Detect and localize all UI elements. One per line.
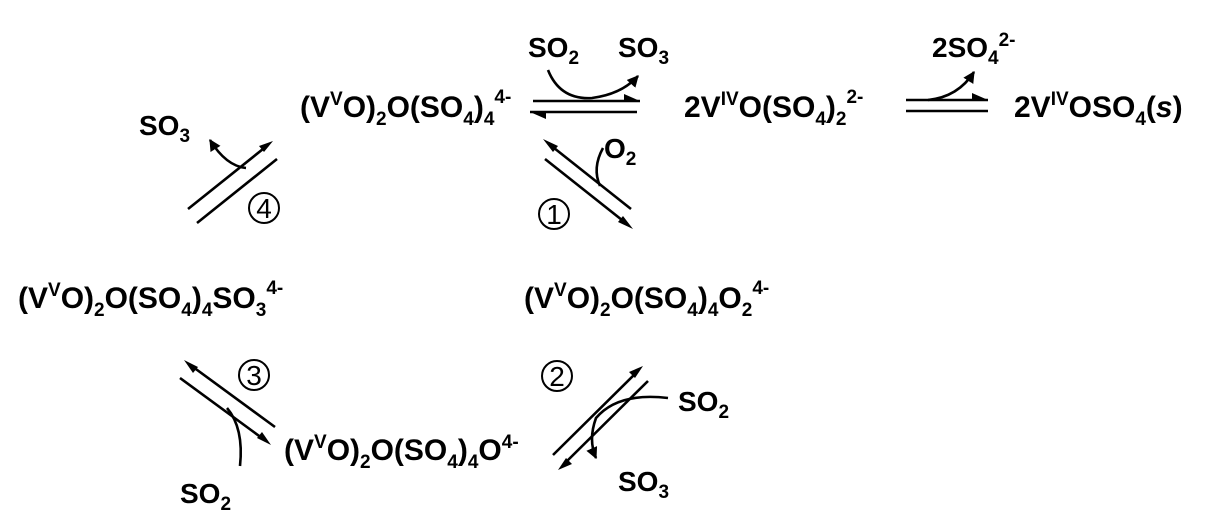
svg-text:3: 3 bbox=[246, 360, 262, 391]
step-2-arrows bbox=[552, 366, 669, 470]
species-dimer: (VVO)2O(SO4)44- bbox=[300, 87, 511, 130]
svg-text:2: 2 bbox=[549, 361, 565, 392]
equilibrium-arrow-precipitation bbox=[906, 71, 988, 113]
species-so3-complex: (VVO)2O(SO4)4SO34- bbox=[18, 278, 283, 321]
step-3-arrows bbox=[179, 360, 276, 467]
step-4-label: 4 bbox=[248, 192, 280, 224]
step-1-arrows bbox=[543, 139, 633, 229]
reagent-so3-step2: SO3 bbox=[618, 466, 669, 503]
species-oxo-complex: (VVO)2O(SO4)4O4- bbox=[284, 432, 519, 473]
reagent-so2-step2: SO2 bbox=[678, 386, 729, 423]
equilibrium-arrow-reduction bbox=[530, 69, 640, 119]
species-vanadyl-sulfate-complex: 2VIVO(SO4)22- bbox=[684, 87, 863, 130]
svg-text:1: 1 bbox=[546, 199, 562, 230]
species-peroxo-complex: (VVO)2O(SO4)4O24- bbox=[524, 278, 769, 321]
reagent-so2-top: SO2 bbox=[528, 32, 579, 69]
reagent-sulfate-out: 2SO42- bbox=[932, 30, 1016, 69]
step-2-label: 2 bbox=[541, 360, 573, 392]
reagent-o2-step1: O2 bbox=[604, 133, 636, 170]
species-solid-vanadyl-sulfate: 2VIVOSO4(s) bbox=[1014, 89, 1183, 130]
step-1-label: 1 bbox=[538, 198, 570, 230]
step-3-label: 3 bbox=[238, 359, 270, 391]
reagent-so3-step4: SO3 bbox=[139, 110, 190, 147]
svg-text:4: 4 bbox=[256, 193, 272, 224]
step-4-arrows bbox=[187, 139, 278, 225]
reagent-so3-top: SO3 bbox=[618, 32, 669, 69]
reagent-so2-step3: SO2 bbox=[180, 478, 231, 515]
